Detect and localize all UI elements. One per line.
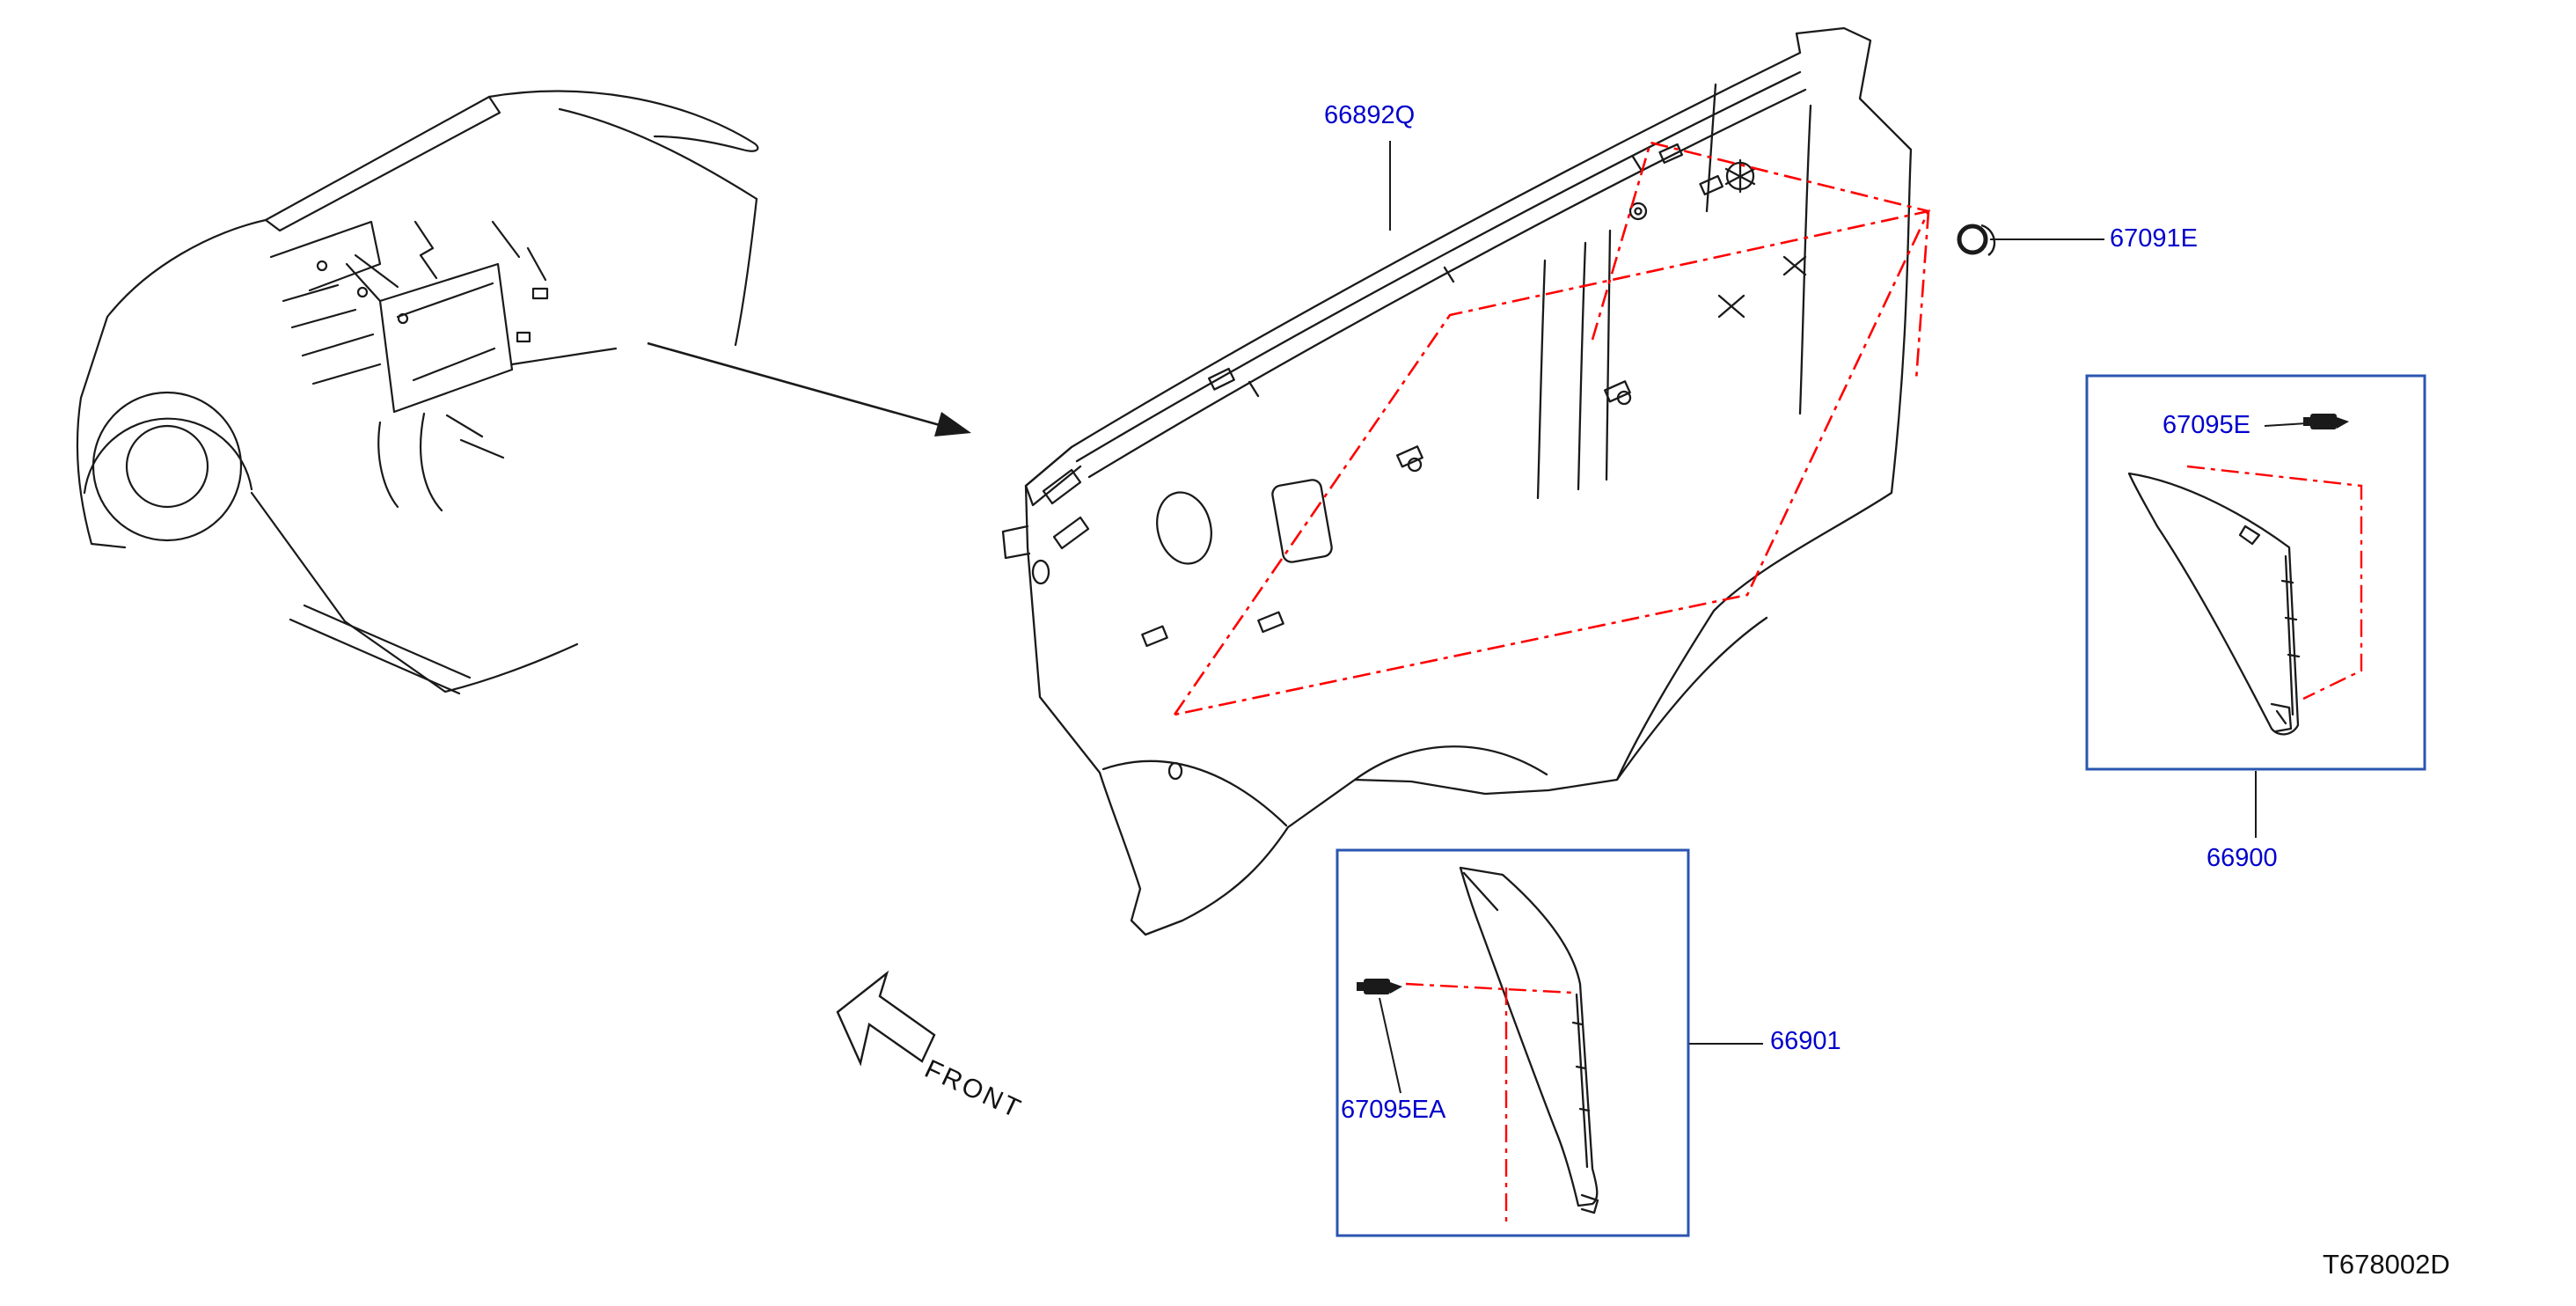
part-label-grommet[interactable]: 67091E bbox=[2110, 224, 2198, 253]
callout-box-66901 bbox=[1336, 848, 1690, 1237]
callout-box-66900 bbox=[2085, 374, 2426, 771]
leader-line-clip-upper bbox=[2264, 422, 2308, 427]
insulator-highlight-lines bbox=[1172, 141, 1931, 716]
finisher-66901-highlight bbox=[1405, 982, 1574, 1225]
finisher-66901-drawing bbox=[1459, 866, 1599, 1214]
diagram-code: T678002D bbox=[2323, 1249, 2450, 1280]
part-label-finisher-upper[interactable]: 66900 bbox=[2206, 844, 2278, 872]
leader-line-clip-lower bbox=[1379, 997, 1401, 1094]
part-label-clip-upper[interactable]: 67095E bbox=[2163, 411, 2250, 439]
vehicle-sketch bbox=[76, 90, 759, 695]
finisher-66900-highlight bbox=[2186, 465, 2363, 701]
grommet-icon bbox=[1957, 224, 1996, 256]
clip-icon-67095E bbox=[2303, 414, 2349, 429]
part-label-dash-insulator[interactable]: 66892Q bbox=[1324, 101, 1416, 129]
dash-panel-drawing bbox=[1001, 26, 1913, 936]
finisher-66900-drawing bbox=[2127, 472, 2301, 736]
part-label-clip-lower[interactable]: 67095EA bbox=[1341, 1096, 1446, 1124]
clip-icon-67095EA bbox=[1357, 979, 1402, 994]
pointer-arrow-icon bbox=[647, 341, 971, 437]
front-arrow-icon bbox=[836, 970, 936, 1067]
part-label-finisher-lower[interactable]: 66901 bbox=[1770, 1027, 1841, 1055]
